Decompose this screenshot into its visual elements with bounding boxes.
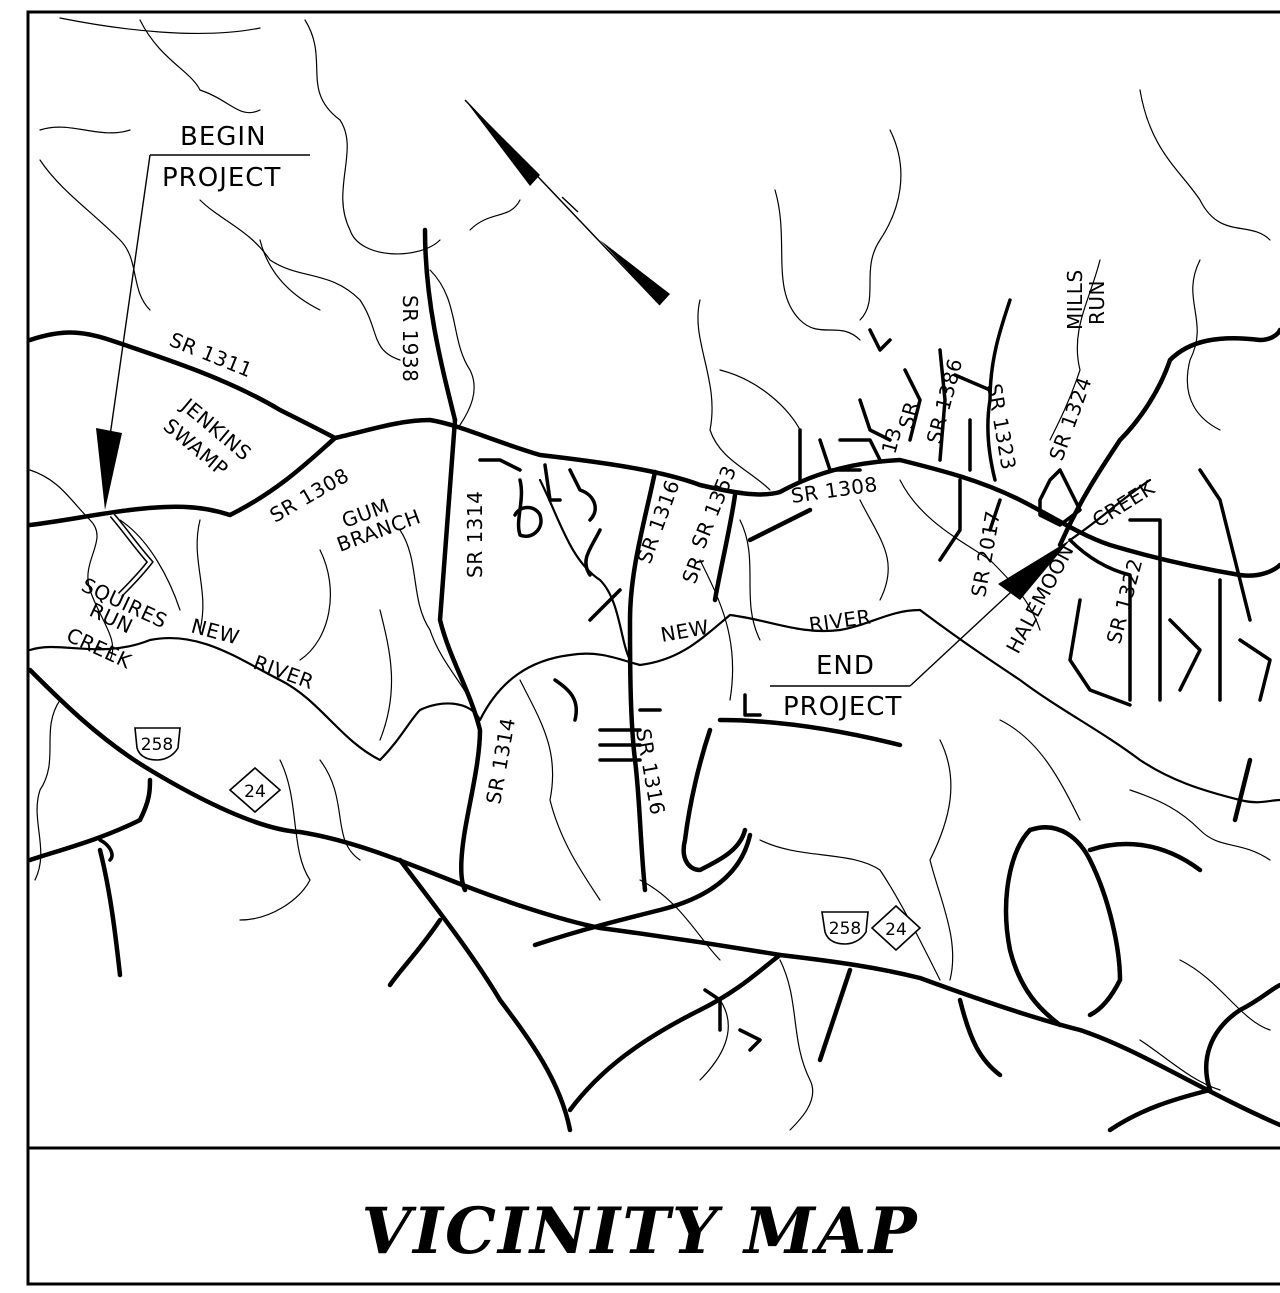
streams: [29, 17, 1271, 1131]
label-sr-1324: SR 1324: [1044, 373, 1096, 463]
north-arrow-icon: [464, 99, 670, 306]
svg-text:258: 258: [829, 919, 861, 939]
nc-24-shield-west: 24: [228, 766, 282, 814]
sr-1316-road: [627, 469, 658, 893]
sr-1938-road: [422, 227, 458, 423]
label-sr-1316-north: SR 1316: [632, 476, 684, 566]
roads: [27, 227, 1280, 1133]
begin-project-label: PROJECT: [162, 163, 281, 193]
end-project-label: PROJECT: [783, 692, 902, 722]
map-border: [26, 10, 1280, 1286]
begin-project-callout: BEGIN PROJECT: [96, 122, 310, 510]
label-river-west: RIVER: [250, 650, 317, 694]
svg-text:258: 258: [141, 735, 173, 755]
label-river-mid: RIVER: [807, 604, 872, 636]
label-mills: MILLS: [1063, 269, 1087, 330]
new-river: [28, 608, 922, 762]
us-258-shield-west: 258: [134, 727, 181, 761]
label-creek-east: CREEK: [1088, 475, 1159, 532]
label-sr-1314-north: SR 1314: [463, 491, 487, 578]
label-sr-1938: SR 1938: [398, 295, 422, 382]
label-sr-1308-east: SR 1308: [789, 472, 879, 508]
sr-1308-road: [27, 417, 1280, 578]
us-258-shield-east: 258: [821, 911, 869, 945]
begin-label: BEGIN: [180, 122, 267, 152]
label-new-mid: NEW: [659, 615, 711, 647]
label-mills-run: RUN: [1085, 280, 1109, 325]
label-sr-1386-fragment: 13: [877, 425, 907, 457]
svg-text:24: 24: [244, 782, 266, 802]
map-title: VICINITY MAP: [361, 1194, 918, 1269]
sr-1311-road: [27, 330, 338, 441]
end-arrow-icon: [998, 540, 1070, 600]
end-project-callout: END PROJECT: [770, 540, 1070, 722]
end-label: END: [816, 651, 875, 681]
map-area: BEGIN PROJECT END PROJECT SR 1311 SR 130…: [27, 17, 1280, 1133]
route-shields: 258 24 258 24: [134, 727, 922, 952]
nc-24-shield-east: 24: [870, 904, 922, 952]
label-sr-1386: SR 1386: [922, 356, 968, 447]
rivers: [28, 478, 1280, 804]
svg-text:24: 24: [885, 920, 907, 940]
begin-arrow-icon: [96, 428, 122, 510]
label-new-west: NEW: [189, 614, 242, 650]
label-sr-2017: SR 2017: [966, 509, 1005, 599]
label-sr-1314-south: SR 1314: [481, 716, 520, 806]
label-sr-1308-west: SR 1308: [266, 463, 354, 527]
label-sr-1353-prefix: SR: [677, 553, 709, 587]
sr-1314-road: [437, 417, 483, 893]
road-labels: SR 1311 SR 1308 SR 1308 SR 1938 SR 1314 …: [166, 295, 1147, 817]
label-halemoon: HALEMOON: [1001, 540, 1079, 657]
